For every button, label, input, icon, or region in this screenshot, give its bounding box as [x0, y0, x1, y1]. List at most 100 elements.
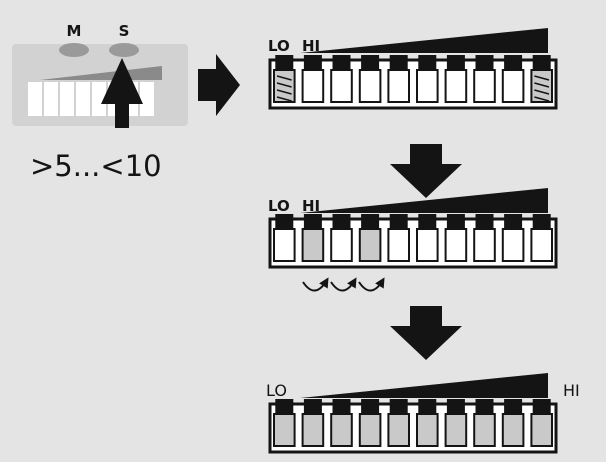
device-key [44, 82, 58, 116]
black-key [475, 55, 494, 69]
white-key [416, 413, 439, 447]
white-key [358, 413, 382, 447]
arrow-down-icon [390, 306, 462, 360]
hatch-line [276, 82, 292, 88]
black-key [475, 399, 494, 413]
black-key [361, 214, 380, 228]
lo-label: LO [266, 381, 287, 400]
hatch-line [534, 75, 550, 81]
m-label: M [67, 22, 82, 40]
black-key [332, 399, 351, 413]
white-key [416, 228, 439, 262]
black-key [446, 55, 465, 69]
white-key [330, 69, 353, 103]
range-text: >5...<10 [30, 149, 162, 183]
white-key [416, 69, 439, 103]
white-key [387, 69, 410, 103]
black-key [275, 214, 294, 228]
white-key [501, 413, 525, 447]
black-key [475, 214, 494, 228]
hatch-line [534, 82, 550, 88]
hatch-line [534, 89, 550, 95]
white-key [444, 69, 468, 103]
device-key [92, 82, 106, 116]
white-key [301, 228, 325, 262]
black-key [275, 399, 294, 413]
white-key [501, 69, 525, 103]
black-key [332, 55, 351, 69]
s-knob [109, 43, 139, 57]
white-key [273, 228, 296, 262]
device-key [140, 82, 154, 116]
arrow-up-icon [101, 58, 143, 128]
keyboard-stage-initial [268, 55, 558, 110]
hi-label: HI [302, 197, 320, 215]
curved-arrow-icon [330, 277, 357, 292]
black-key [418, 399, 437, 413]
hatch-line [276, 96, 292, 102]
black-key [532, 399, 551, 413]
stage-shift: LO HI [268, 188, 558, 292]
hatch-line [276, 89, 292, 95]
black-key [389, 399, 408, 413]
arrow-right-icon [198, 54, 240, 116]
device-key [28, 82, 42, 116]
hatch-line [276, 75, 292, 81]
keyboard-stage-shift [268, 214, 558, 269]
white-key [530, 228, 554, 262]
black-key [504, 55, 523, 69]
black-key [532, 214, 551, 228]
volume-wedge [300, 188, 548, 213]
black-key [303, 399, 322, 413]
black-key [532, 55, 551, 69]
device-key [60, 82, 74, 116]
volume-wedge [300, 373, 548, 398]
black-key [389, 55, 408, 69]
black-key [418, 55, 437, 69]
black-key [275, 55, 294, 69]
white-key [387, 413, 410, 447]
white-key [501, 228, 525, 262]
white-key [387, 228, 410, 262]
black-key [504, 214, 523, 228]
hatch-line [534, 96, 550, 102]
black-key [418, 214, 437, 228]
white-key [301, 413, 325, 447]
curved-arrow-icon [302, 277, 329, 292]
white-key [473, 228, 496, 262]
black-key [361, 55, 380, 69]
device-illustration: M S >5...<10 [12, 22, 188, 183]
white-key [444, 228, 468, 262]
keyboard-stage-final [268, 399, 558, 454]
black-key [361, 399, 380, 413]
black-key [332, 214, 351, 228]
lo-label: LO [268, 197, 290, 215]
white-key [444, 413, 468, 447]
white-key [330, 228, 353, 262]
device-wedge [40, 66, 162, 80]
white-key [358, 228, 382, 262]
white-key [301, 69, 325, 103]
black-key [303, 55, 322, 69]
arrow-down-icon [390, 144, 462, 198]
black-key [504, 399, 523, 413]
lo-label: LO [268, 37, 290, 55]
hi-label: HI [302, 37, 320, 55]
volume-wedge [300, 28, 548, 53]
white-key [473, 69, 496, 103]
s-label: S [119, 22, 130, 40]
m-knob [59, 43, 89, 57]
white-key [530, 413, 554, 447]
white-key [473, 413, 496, 447]
white-key [358, 69, 382, 103]
white-key [273, 413, 296, 447]
stage-final: LO HI [266, 373, 580, 454]
white-key [330, 413, 353, 447]
black-key [303, 214, 322, 228]
curved-arrow-icon [358, 277, 385, 292]
shift-arrows [302, 277, 385, 292]
black-key [446, 399, 465, 413]
black-key [389, 214, 408, 228]
device-key [76, 82, 90, 116]
